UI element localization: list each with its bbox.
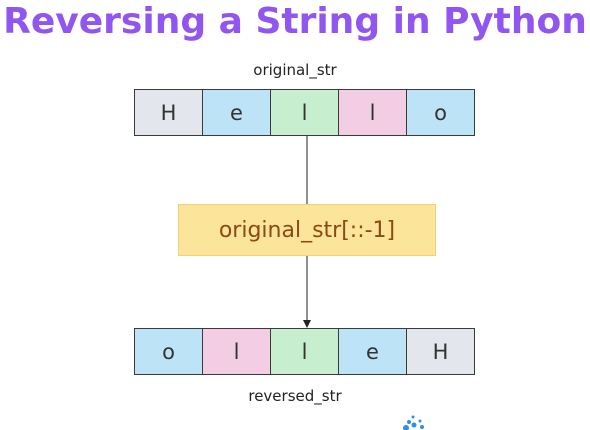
original-str-label: original_str	[253, 61, 337, 79]
reversed-char-cell: l	[202, 328, 271, 375]
reversed-string-row: o l l e H	[134, 328, 479, 375]
original-char-cell: o	[406, 89, 475, 136]
reversed-str-label: reversed_str	[248, 387, 342, 405]
reversed-char-cell: H	[406, 328, 475, 375]
reversed-char-cell: e	[338, 328, 407, 375]
original-char-cell: H	[134, 89, 203, 136]
slice-operation-box: original_str[::-1]	[178, 204, 436, 256]
logo-icon	[403, 415, 424, 430]
slice-operation-code: original_str[::-1]	[218, 217, 396, 243]
reversed-char-cell: l	[270, 328, 339, 375]
original-char-cell: e	[202, 89, 271, 136]
diagram-title: Reversing a String in Python	[3, 1, 587, 42]
original-string-row: H e l l o	[134, 89, 479, 136]
reversed-char-cell: o	[134, 328, 203, 375]
